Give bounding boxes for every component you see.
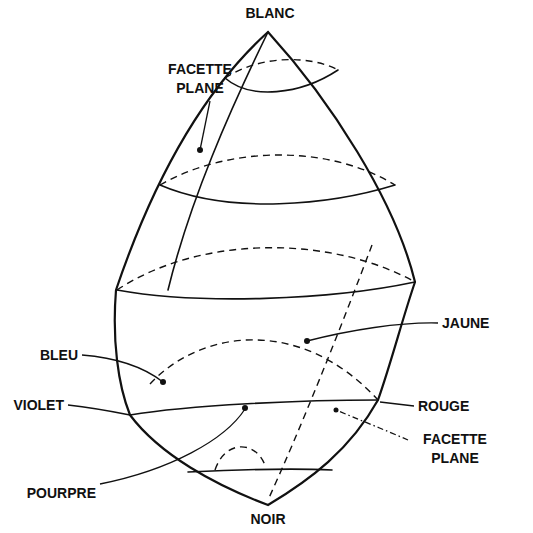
pointer-dot [304, 338, 310, 344]
leader-line [336, 410, 408, 440]
leader-line [82, 355, 163, 382]
color-label: BLANC [246, 4, 295, 23]
leader-line [68, 405, 130, 415]
color-label: POURPRE [27, 484, 96, 503]
leader-line [307, 323, 438, 341]
pointer-dot [160, 379, 166, 385]
band-back [225, 60, 338, 78]
band-front [225, 70, 338, 92]
leader-line [200, 101, 210, 150]
solid-outline [115, 32, 415, 505]
pointer-dot [242, 405, 248, 411]
band-front [188, 469, 332, 472]
band-back [117, 248, 415, 290]
band-back [160, 155, 395, 185]
band-front [117, 282, 415, 299]
meridian-back [268, 245, 372, 500]
color-label: ROUGE [418, 397, 469, 416]
color-label: BLEU [40, 346, 78, 365]
color-label: JAUNE [442, 314, 489, 333]
band-back [215, 447, 265, 470]
color-label: FACETTE PLANE [412, 430, 498, 468]
pointer-dot [334, 408, 339, 413]
band-back [150, 340, 378, 400]
band-front [130, 400, 378, 415]
leader-line [100, 409, 245, 484]
color-label: NOIR [251, 510, 286, 529]
color-label: FACETTE PLANE [157, 60, 243, 98]
pointer-dot [197, 147, 203, 153]
color-label: VIOLET [13, 396, 64, 415]
band-front [160, 185, 395, 204]
leader-line [380, 402, 414, 406]
